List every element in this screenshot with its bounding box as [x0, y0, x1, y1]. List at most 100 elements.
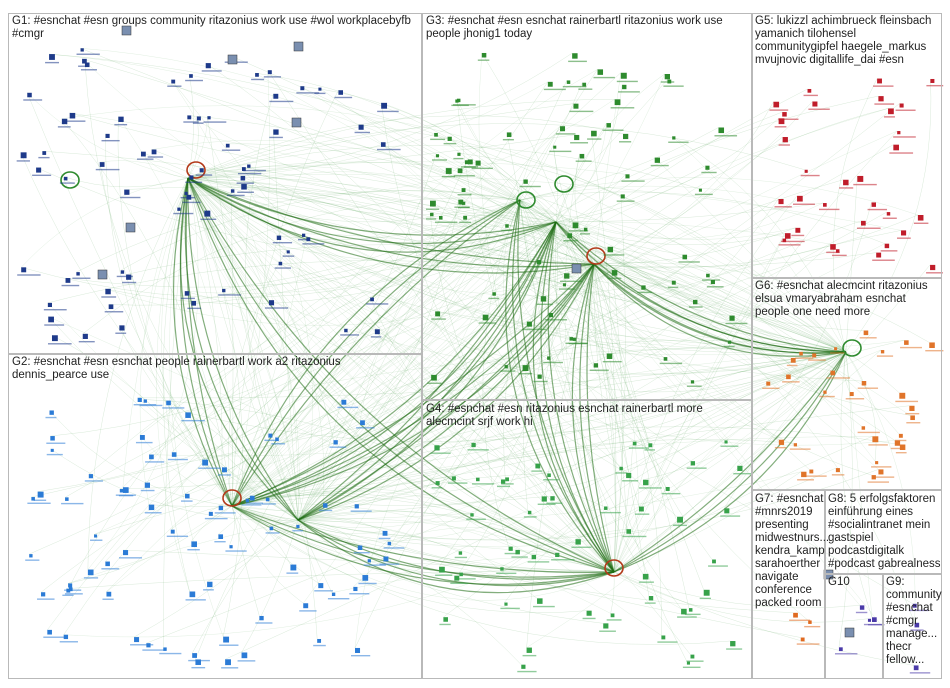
node-marker — [548, 312, 553, 318]
edge — [641, 285, 847, 353]
edge — [369, 297, 615, 573]
edge — [519, 177, 918, 216]
edge — [555, 221, 864, 331]
node-label-mark — [265, 532, 280, 534]
graph-node — [926, 264, 943, 274]
edge — [613, 349, 882, 573]
node-marker — [504, 365, 508, 369]
edge — [231, 505, 587, 613]
edge — [63, 221, 557, 635]
node-label-mark — [439, 623, 451, 626]
node-marker — [800, 637, 805, 642]
node-marker — [572, 53, 578, 59]
node-label-mark — [451, 104, 469, 107]
graph-node — [363, 559, 386, 566]
node-label-mark — [876, 355, 894, 357]
graph-node — [286, 564, 299, 574]
node-marker — [177, 207, 181, 211]
node-label-mark — [187, 549, 200, 551]
edge-strong — [187, 177, 557, 245]
edge — [445, 167, 847, 353]
graph-node — [44, 316, 65, 326]
node-marker — [861, 381, 867, 386]
node-marker — [504, 602, 508, 606]
graph-node — [45, 410, 57, 419]
graph-node — [568, 222, 588, 232]
node-marker — [381, 102, 388, 109]
edge — [297, 471, 802, 523]
edge-strong — [231, 221, 557, 507]
edge — [297, 69, 598, 521]
node-marker — [875, 461, 879, 465]
graph-node — [897, 230, 911, 239]
graph-node — [800, 169, 820, 177]
edge — [231, 69, 598, 507]
node-label-mark — [663, 85, 684, 87]
node-label-mark — [43, 309, 67, 311]
node-label-mark — [578, 88, 593, 90]
node-marker — [812, 101, 818, 107]
node-marker — [48, 316, 54, 323]
graph-node — [682, 661, 701, 669]
graph-node — [531, 463, 543, 472]
edge — [297, 144, 894, 521]
graph-node — [460, 160, 479, 168]
graph-node — [686, 380, 702, 387]
node-label-mark — [853, 183, 877, 186]
edge — [593, 263, 779, 440]
graph-node — [668, 136, 689, 143]
node-label-mark — [496, 485, 511, 488]
graph-node — [431, 154, 447, 161]
avatar-node — [227, 54, 238, 65]
edge — [593, 263, 666, 488]
node-label-mark — [867, 481, 890, 483]
node-label-mark — [140, 489, 155, 492]
node-label-mark — [292, 530, 303, 532]
node-label-mark — [543, 479, 559, 481]
node-marker — [523, 179, 528, 184]
node-label-mark — [522, 654, 537, 657]
graph-node — [203, 581, 214, 591]
edge — [187, 177, 862, 427]
node-marker — [185, 493, 190, 499]
node-marker — [724, 508, 730, 514]
graph-node — [43, 302, 67, 311]
node-label-mark — [427, 382, 442, 384]
graph-node — [621, 174, 645, 182]
graph-node — [789, 612, 811, 621]
node-marker — [245, 498, 250, 503]
edge-strong — [187, 177, 299, 521]
graph-node — [874, 96, 895, 105]
self-loop-edge — [516, 191, 536, 209]
edge — [672, 136, 847, 353]
node-marker — [87, 569, 94, 576]
node-label-mark — [793, 203, 815, 205]
edge — [268, 433, 299, 521]
edge-strong — [187, 177, 557, 253]
node-marker — [51, 335, 58, 342]
graph-node — [313, 638, 326, 647]
edge — [187, 177, 334, 441]
node-marker — [914, 622, 920, 628]
node-marker — [553, 145, 557, 149]
graph-node — [603, 246, 625, 256]
node-marker — [63, 176, 68, 181]
node-label-mark — [569, 110, 594, 113]
edge — [231, 505, 455, 576]
node-marker — [47, 302, 52, 308]
graph-node — [65, 112, 86, 122]
graph-node — [602, 123, 624, 131]
graph-node — [616, 194, 635, 202]
graph-node — [147, 149, 164, 158]
node-marker — [475, 160, 481, 166]
node-marker — [382, 530, 388, 536]
node-marker — [207, 116, 211, 120]
edge — [519, 199, 704, 590]
edge — [503, 199, 523, 366]
edge — [845, 351, 877, 462]
graph-node — [502, 132, 514, 141]
graph-node — [522, 321, 547, 331]
graph-node — [872, 252, 895, 261]
edge — [613, 571, 914, 666]
node-label-mark — [136, 158, 154, 160]
